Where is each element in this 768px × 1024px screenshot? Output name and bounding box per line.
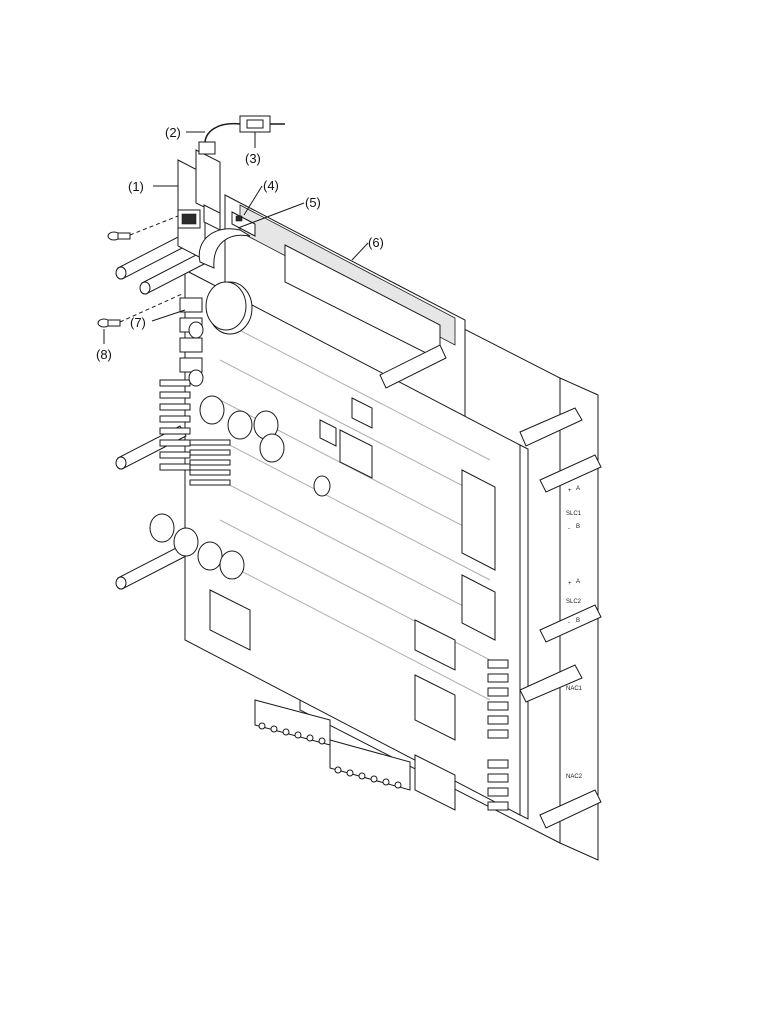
silkscreen-labels: + A SLC1 - B + A SLC2 - B NAC1 NAC2 [566,486,583,780]
silk-minus-2: - [568,620,570,626]
callout-4: (4) [263,178,279,193]
callouts: (2) (3) (1) (4) (5) (6) (7) (8) [96,125,384,362]
silk-minus: - [568,526,570,532]
silk-plus-2: + [568,581,572,587]
main-pcb [184,269,529,820]
usb-cable [195,122,285,231]
callout-8: (8) [96,347,112,362]
right-standoffs [379,344,602,829]
integrated-circuits [209,397,456,811]
silk-a: A [576,486,580,492]
screw-guides [119,215,183,323]
leader-lines [103,131,369,344]
silk-plus: + [568,488,572,494]
standoff [115,425,187,470]
capacitors [149,395,331,580]
ferrite-core [239,115,271,133]
callout-7: (7) [130,315,146,330]
terminal-blocks-right [461,469,509,811]
callout-3: (3) [245,151,261,166]
coin-battery [205,281,253,335]
callout-1: (1) [128,179,144,194]
silk-b: B [576,524,580,530]
screw-bottom [97,318,121,328]
standoff [115,545,187,590]
terminal-blocks-bottom [254,699,411,791]
screw-top [107,231,131,241]
callout-2: (2) [165,125,181,140]
callout-6: (6) [368,235,384,250]
silk-slc1: SLC1 [566,511,582,517]
silk-nac2: NAC2 [566,774,583,780]
left-standoffs [115,235,207,590]
rj-connectors [179,297,204,387]
header-connector [231,211,256,237]
callout-5: (5) [305,195,321,210]
ribbon-cable [198,228,251,269]
silk-b-2: B [576,618,580,624]
silk-a-2: A [576,579,580,585]
silk-nac1: NAC1 [566,686,583,692]
silk-slc2: SLC2 [566,599,582,605]
